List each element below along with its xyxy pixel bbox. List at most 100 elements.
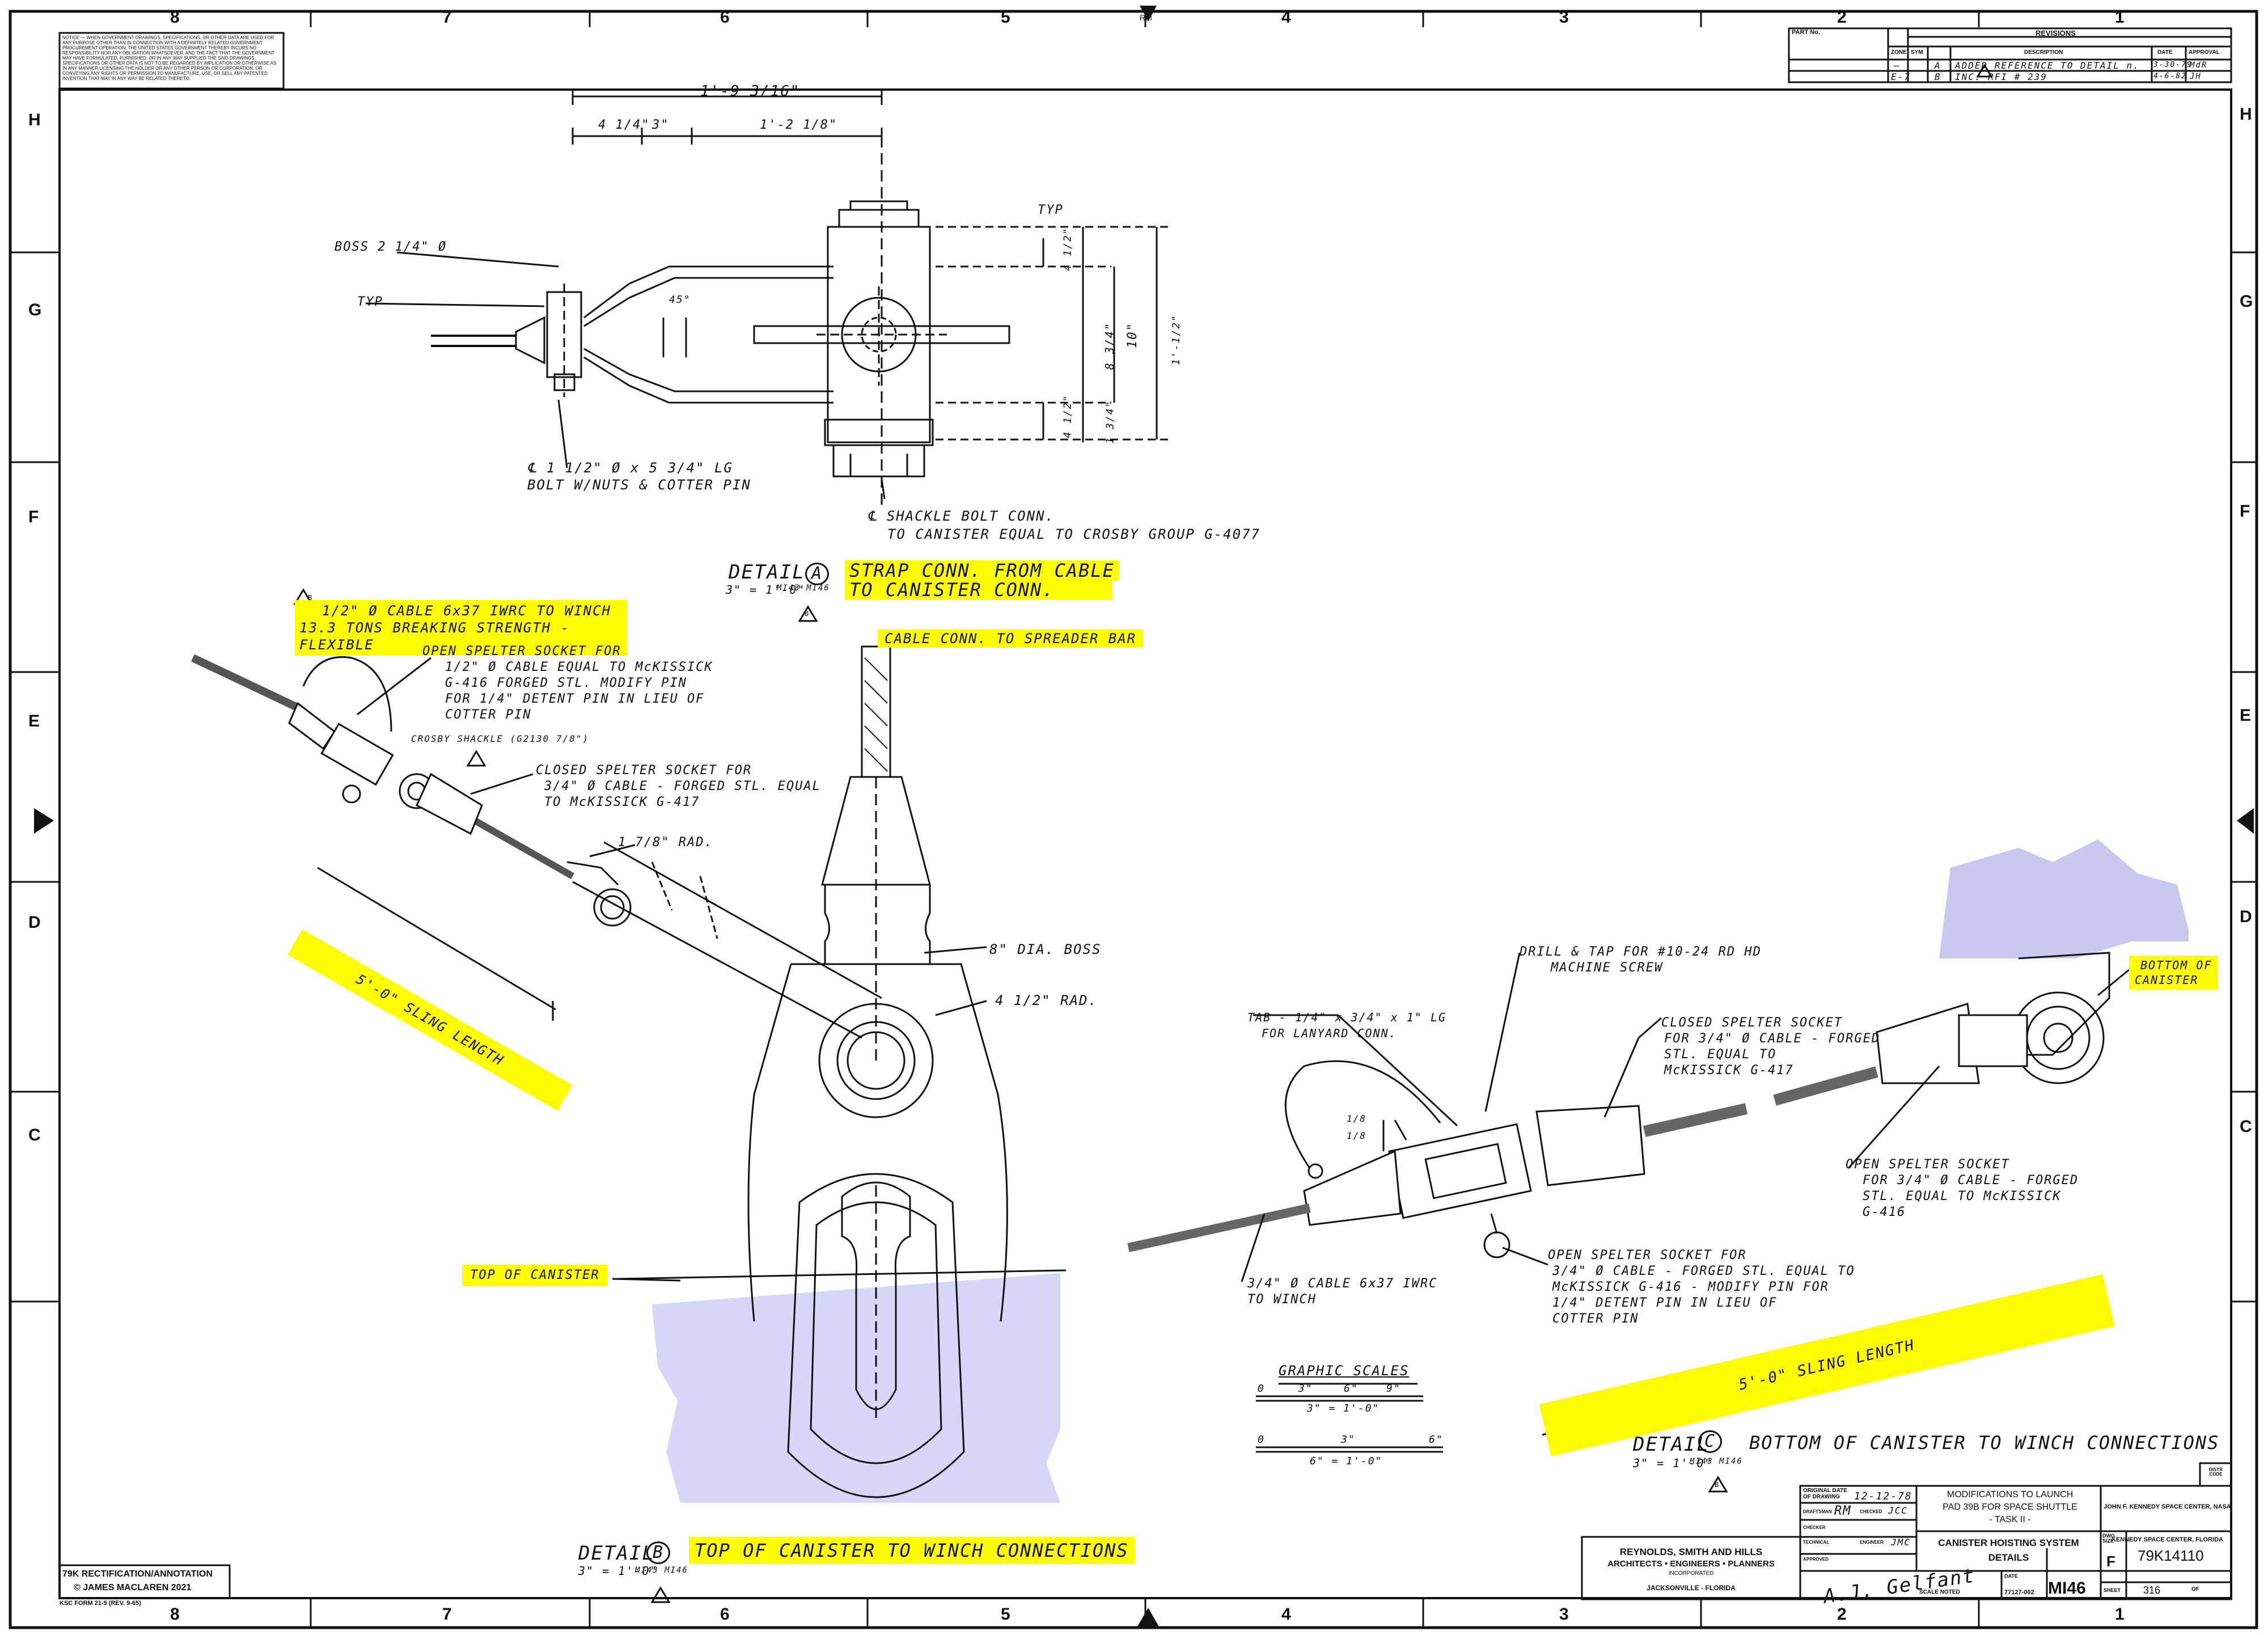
scale1-label: 3" = 1'-0" bbox=[1307, 1402, 1380, 1414]
tb-dwg-no: 79K14110 bbox=[2138, 1547, 2204, 1564]
detail-b-open-socket-note: OPEN SPELTER SOCKET FOR 1/2" Ø CABLE EQU… bbox=[422, 644, 713, 723]
detail-c-scale: 3" = 1'-0" bbox=[1633, 1456, 1713, 1470]
detail-b-open-socket-l1: OPEN SPELTER SOCKET FOR bbox=[422, 644, 621, 658]
zone-col-2-bottom: 2 bbox=[1837, 1605, 1847, 1624]
zone-col-6-bottom: 6 bbox=[720, 1605, 730, 1624]
detail-c-bottom-canister: BOTTOM OF CANISTER bbox=[2129, 956, 2218, 990]
detail-c-bottom-canister-l2: CANISTER bbox=[2135, 973, 2199, 987]
detail-c-drill-l1: DRILL & TAP FOR #10-24 RD HD bbox=[1520, 945, 1762, 959]
center-arrow-bottom bbox=[1137, 1608, 1160, 1628]
rev-header-approval: APPROVAL bbox=[2189, 49, 2220, 56]
detail-c-cable-l2: TO WINCH bbox=[1247, 1292, 1317, 1307]
footer-form: KSC FORM 21-9 (REV. 9-65) bbox=[60, 1600, 141, 1607]
tb-distr-code: DISTR CODE bbox=[2209, 1467, 2223, 1477]
detail-a-dim-v2: 8 3/4" bbox=[1103, 322, 1117, 370]
graphic-scales-drawing bbox=[1256, 1383, 1443, 1453]
revisions-title: REVISIONS bbox=[2036, 29, 2076, 37]
detail-b-closed-socket-note: CLOSED SPELTER SOCKET FOR 3/4" Ø CABLE -… bbox=[536, 763, 821, 810]
detail-b-title-word: DETAIL bbox=[578, 1542, 655, 1565]
detail-c-open-socket-note-2: OPEN SPELTER SOCKET FOR 3/4" Ø CABLE - F… bbox=[1548, 1248, 1855, 1327]
scale1-tick-9: 9" bbox=[1386, 1383, 1401, 1395]
tb-technical-label: TECHNICAL bbox=[1803, 1540, 1830, 1545]
title-block-frame bbox=[58, 27, 2232, 1600]
tb-scale-label: SCALE NOTED bbox=[1919, 1589, 1960, 1595]
tb-project-l3: - TASK II - bbox=[1989, 1515, 2031, 1524]
zone-col-2-top: 2 bbox=[1837, 8, 1847, 27]
detail-a-typ-left: TYP bbox=[357, 295, 383, 309]
detail-c-frac1: 1/8 bbox=[1347, 1113, 1366, 1124]
detail-c-title-letter: C bbox=[1698, 1430, 1723, 1453]
part-no-label: PART No. bbox=[1792, 29, 1820, 36]
zone-col-3-bottom: 3 bbox=[1559, 1605, 1569, 1624]
detail-a-ref: MI43 MI46 bbox=[777, 584, 830, 593]
zone-col-5-top: 5 bbox=[1001, 8, 1010, 27]
detail-b-rad2: 4 1/2" RAD. bbox=[995, 992, 1098, 1008]
scale2-label: 6" = 1'-0" bbox=[1310, 1455, 1383, 1467]
zone-col-4-top: 4 bbox=[1281, 8, 1291, 27]
zone-row-f-left: F bbox=[28, 508, 39, 526]
rev-header-zone: ZONE bbox=[1891, 49, 1907, 56]
scale2-tick-0: 0 bbox=[1258, 1434, 1265, 1446]
detail-a-dim-v3: 10" bbox=[1125, 322, 1140, 348]
zone-row-e-left: E bbox=[28, 712, 40, 730]
zone-col-7-bottom: 7 bbox=[442, 1605, 452, 1624]
detail-b-rad1: 1 7/8" RAD. bbox=[618, 835, 713, 850]
detail-a-angle: 45° bbox=[669, 294, 691, 306]
detail-a-dim-v5: 4 1/2" bbox=[1061, 394, 1074, 438]
rev-row-a-zone: — bbox=[1894, 60, 1901, 71]
tb-firm-l2: ARCHITECTS • ENGINEERS • PLANNERS bbox=[1607, 1559, 1775, 1569]
center-arrow-left bbox=[34, 808, 54, 834]
detail-b-boss: 8" DIA. BOSS bbox=[989, 941, 1102, 957]
detail-c-tab-note: TAB - 1/4" x 3/4" x 1" LG FOR LANYARD CO… bbox=[1247, 1009, 1446, 1041]
detail-b-ref: MI43 MI46 bbox=[635, 1566, 688, 1575]
zone-col-1-bottom: 1 bbox=[2115, 1605, 2125, 1624]
detail-b-top-canister: TOP OF CANISTER bbox=[462, 1265, 608, 1286]
footer-rectification-line1: 79K RECTIFICATION/ANNOTATION bbox=[62, 1569, 213, 1579]
detail-c-rev-tri-letter: B bbox=[1715, 1481, 1719, 1489]
detail-c-open2-l2: 3/4" Ø CABLE - FORGED STL. EQUAL TO bbox=[1552, 1264, 1855, 1278]
detail-b-shackle: CROSBY SHACKLE (G2130 7/8") bbox=[411, 733, 590, 744]
rev-header-description: DESCRIPTION bbox=[2024, 49, 2063, 56]
zone-col-7-top: 7 bbox=[442, 8, 452, 27]
detail-c-open2-l5: COTTER PIN bbox=[1552, 1312, 1639, 1326]
zone-col-5-bottom: 5 bbox=[1001, 1605, 1010, 1624]
tb-project-l1: MODIFICATIONS TO LAUNCH bbox=[1947, 1490, 2074, 1499]
detail-c-cable-l1: 3/4" Ø CABLE 6x37 IWRC bbox=[1247, 1277, 1438, 1291]
rev-header-sym: SYM bbox=[1911, 49, 1923, 56]
center-arrow-top bbox=[1140, 6, 1157, 22]
detail-c-open-l2: FOR 3/4" Ø CABLE - FORGED bbox=[1863, 1173, 2079, 1188]
zone-row-h-left: H bbox=[28, 111, 41, 129]
detail-c-title-text: BOTTOM OF CANISTER TO WINCH CONNECTIONS bbox=[1749, 1432, 2220, 1454]
detail-b-rev-tri-letter: B bbox=[308, 594, 312, 602]
zone-row-h-right: H bbox=[2240, 105, 2252, 124]
detail-b-open-socket-l4: FOR 1/4" DETENT PIN IN LIEU OF bbox=[445, 692, 705, 706]
tb-sheet-title-l1: CANISTER HOISTING SYSTEM bbox=[1938, 1537, 2079, 1548]
detail-b-title-text: TOP OF CANISTER TO WINCH CONNECTIONS bbox=[689, 1537, 1135, 1564]
detail-a-drawing bbox=[365, 91, 1168, 510]
detail-c-closed-l4: McKISSICK G-417 bbox=[1664, 1063, 1794, 1078]
detail-a-dim-overall: 1'-9 3/16" bbox=[700, 83, 801, 100]
detail-a-dim-v4: 1'-1/2" bbox=[1170, 314, 1182, 365]
rev-row-b-approval: JH bbox=[2190, 72, 2202, 81]
scale2-tick-3: 3" bbox=[1341, 1434, 1356, 1446]
detail-a-title-line2: TO CANISTER CONN. bbox=[845, 580, 1112, 600]
zone-col-6-top: 6 bbox=[720, 8, 730, 27]
tb-sheet-label: SHEET bbox=[2104, 1587, 2121, 1593]
rev-row-b-description: INC. RFI # 239 bbox=[1955, 71, 2047, 82]
rev-row-b-sym: B bbox=[1935, 71, 1941, 82]
tb-date-label: DATE bbox=[2004, 1573, 2018, 1579]
detail-a-shackle-note-2: TO CANISTER EQUAL TO CROSBY GROUP G-4077 bbox=[887, 526, 1260, 542]
rev-header-date: DATE bbox=[2157, 49, 2173, 56]
rev-row-a-date: 3-30-79 bbox=[2153, 61, 2193, 69]
detail-b-open-socket-l2: 1/2" Ø CABLE EQUAL TO McKISSICK bbox=[445, 660, 713, 674]
detail-c-open2-l3: McKISSICK G-416 - MODIFY PIN FOR bbox=[1552, 1280, 1829, 1294]
zone-col-8-bottom: 8 bbox=[170, 1605, 180, 1624]
detail-c-bottom-canister-l1: BOTTOM OF bbox=[2140, 958, 2212, 972]
detail-c-drill-l2: MACHINE SCREW bbox=[1551, 961, 1664, 975]
detail-b-drawing bbox=[191, 645, 1067, 1498]
detail-c-open-l1: OPEN SPELTER SOCKET bbox=[1846, 1157, 2010, 1172]
detail-b-open-socket-l5: COTTER PIN bbox=[445, 708, 532, 722]
detail-b-cable-note-l2: 13.3 TONS BREAKING STRENGTH - FLEXIBLE bbox=[299, 620, 570, 653]
tb-approved-label: APPROVED bbox=[1803, 1557, 1829, 1562]
detail-a-boss: BOSS 2 1/4" Ø bbox=[335, 240, 447, 254]
